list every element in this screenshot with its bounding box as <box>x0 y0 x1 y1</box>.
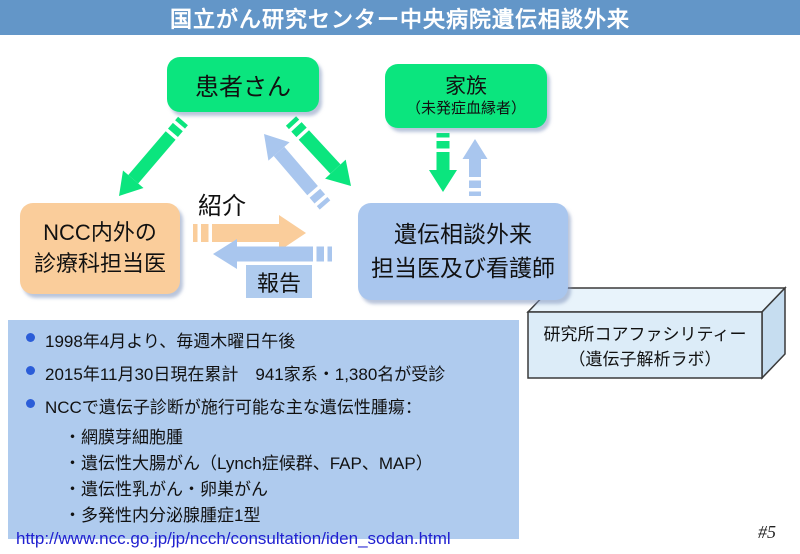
bullet-dot-icon <box>26 366 35 375</box>
info-bullet-text: 2015年11月30日現在累計 941家系・1,380名が受診 <box>45 365 446 384</box>
core-facility-line1: 研究所コアファシリティー <box>543 324 747 344</box>
info-bullet-row: NCCで遺伝子診断が施行可能な主な遺伝性腫瘍： <box>18 393 513 417</box>
info-bullet-text: 1998年4月より、毎週木曜日午後 <box>45 332 296 351</box>
family-box: 家族 （未発症血縁者） <box>385 64 547 128</box>
hereditary-tumor-item: ・多発性内分泌腺腫症1型 <box>64 506 261 525</box>
genetic-clinic-line2: 担当医及び看護師 <box>371 254 555 281</box>
bullet-dot-icon <box>26 399 35 408</box>
core-facility-label: 研究所コアファシリティー （遺伝子解析ラボ） <box>528 316 762 378</box>
hereditary-tumor-item: ・遺伝性大腸がん（Lynch症候群、FAP、MAP） <box>64 454 433 473</box>
referring-physician-line2: 診療科担当医 <box>33 250 166 276</box>
hereditary-tumor-item: ・網膜芽細胞腫 <box>64 428 183 447</box>
hereditary-tumor-item: ・遺伝性乳がん・卵巣がん <box>64 480 268 499</box>
referral-arrow-label: 紹介 <box>198 193 246 220</box>
referring-physician-box: NCC内外の 診療科担当医 <box>20 203 180 294</box>
slide-title: 国立がん研究センター中央病院遺伝相談外来 <box>169 6 630 32</box>
genetic-clinic-line1: 遺伝相談外来 <box>394 221 532 248</box>
info-panel: 1998年4月より、毎週木曜日午後 2015年11月30日現在累計 941家系・… <box>8 320 519 548</box>
referring-physician-line1: NCC内外の <box>43 219 157 245</box>
info-bullet-row: 1998年4月より、毎週木曜日午後 <box>18 327 513 351</box>
page-number: #5 <box>758 522 776 542</box>
patient-box: 患者さん <box>167 57 319 112</box>
family-box-label: 家族 <box>445 75 487 99</box>
info-bullet-text: NCCで遺伝子診断が施行可能な主な遺伝性腫瘍： <box>45 398 422 417</box>
family-box-sublabel: （未発症血縁者） <box>405 99 526 117</box>
report-arrow-label: 報告 <box>246 265 312 298</box>
report-arrow-label-text: 報告 <box>256 270 301 296</box>
slide-title-bar: 国立がん研究センター中央病院遺伝相談外来 <box>0 0 800 35</box>
bullet-dot-icon <box>26 333 35 342</box>
info-url-link[interactable]: http://www.ncc.go.jp/jp/ncch/consultatio… <box>16 529 451 548</box>
patient-box-label: 患者さん <box>195 74 291 101</box>
core-facility-line2: （遺伝子解析ラボ） <box>568 350 722 369</box>
info-bullet-row: 2015年11月30日現在累計 941家系・1,380名が受診 <box>18 360 513 384</box>
genetic-clinic-box: 遺伝相談外来 担当医及び看護師 <box>358 203 568 300</box>
